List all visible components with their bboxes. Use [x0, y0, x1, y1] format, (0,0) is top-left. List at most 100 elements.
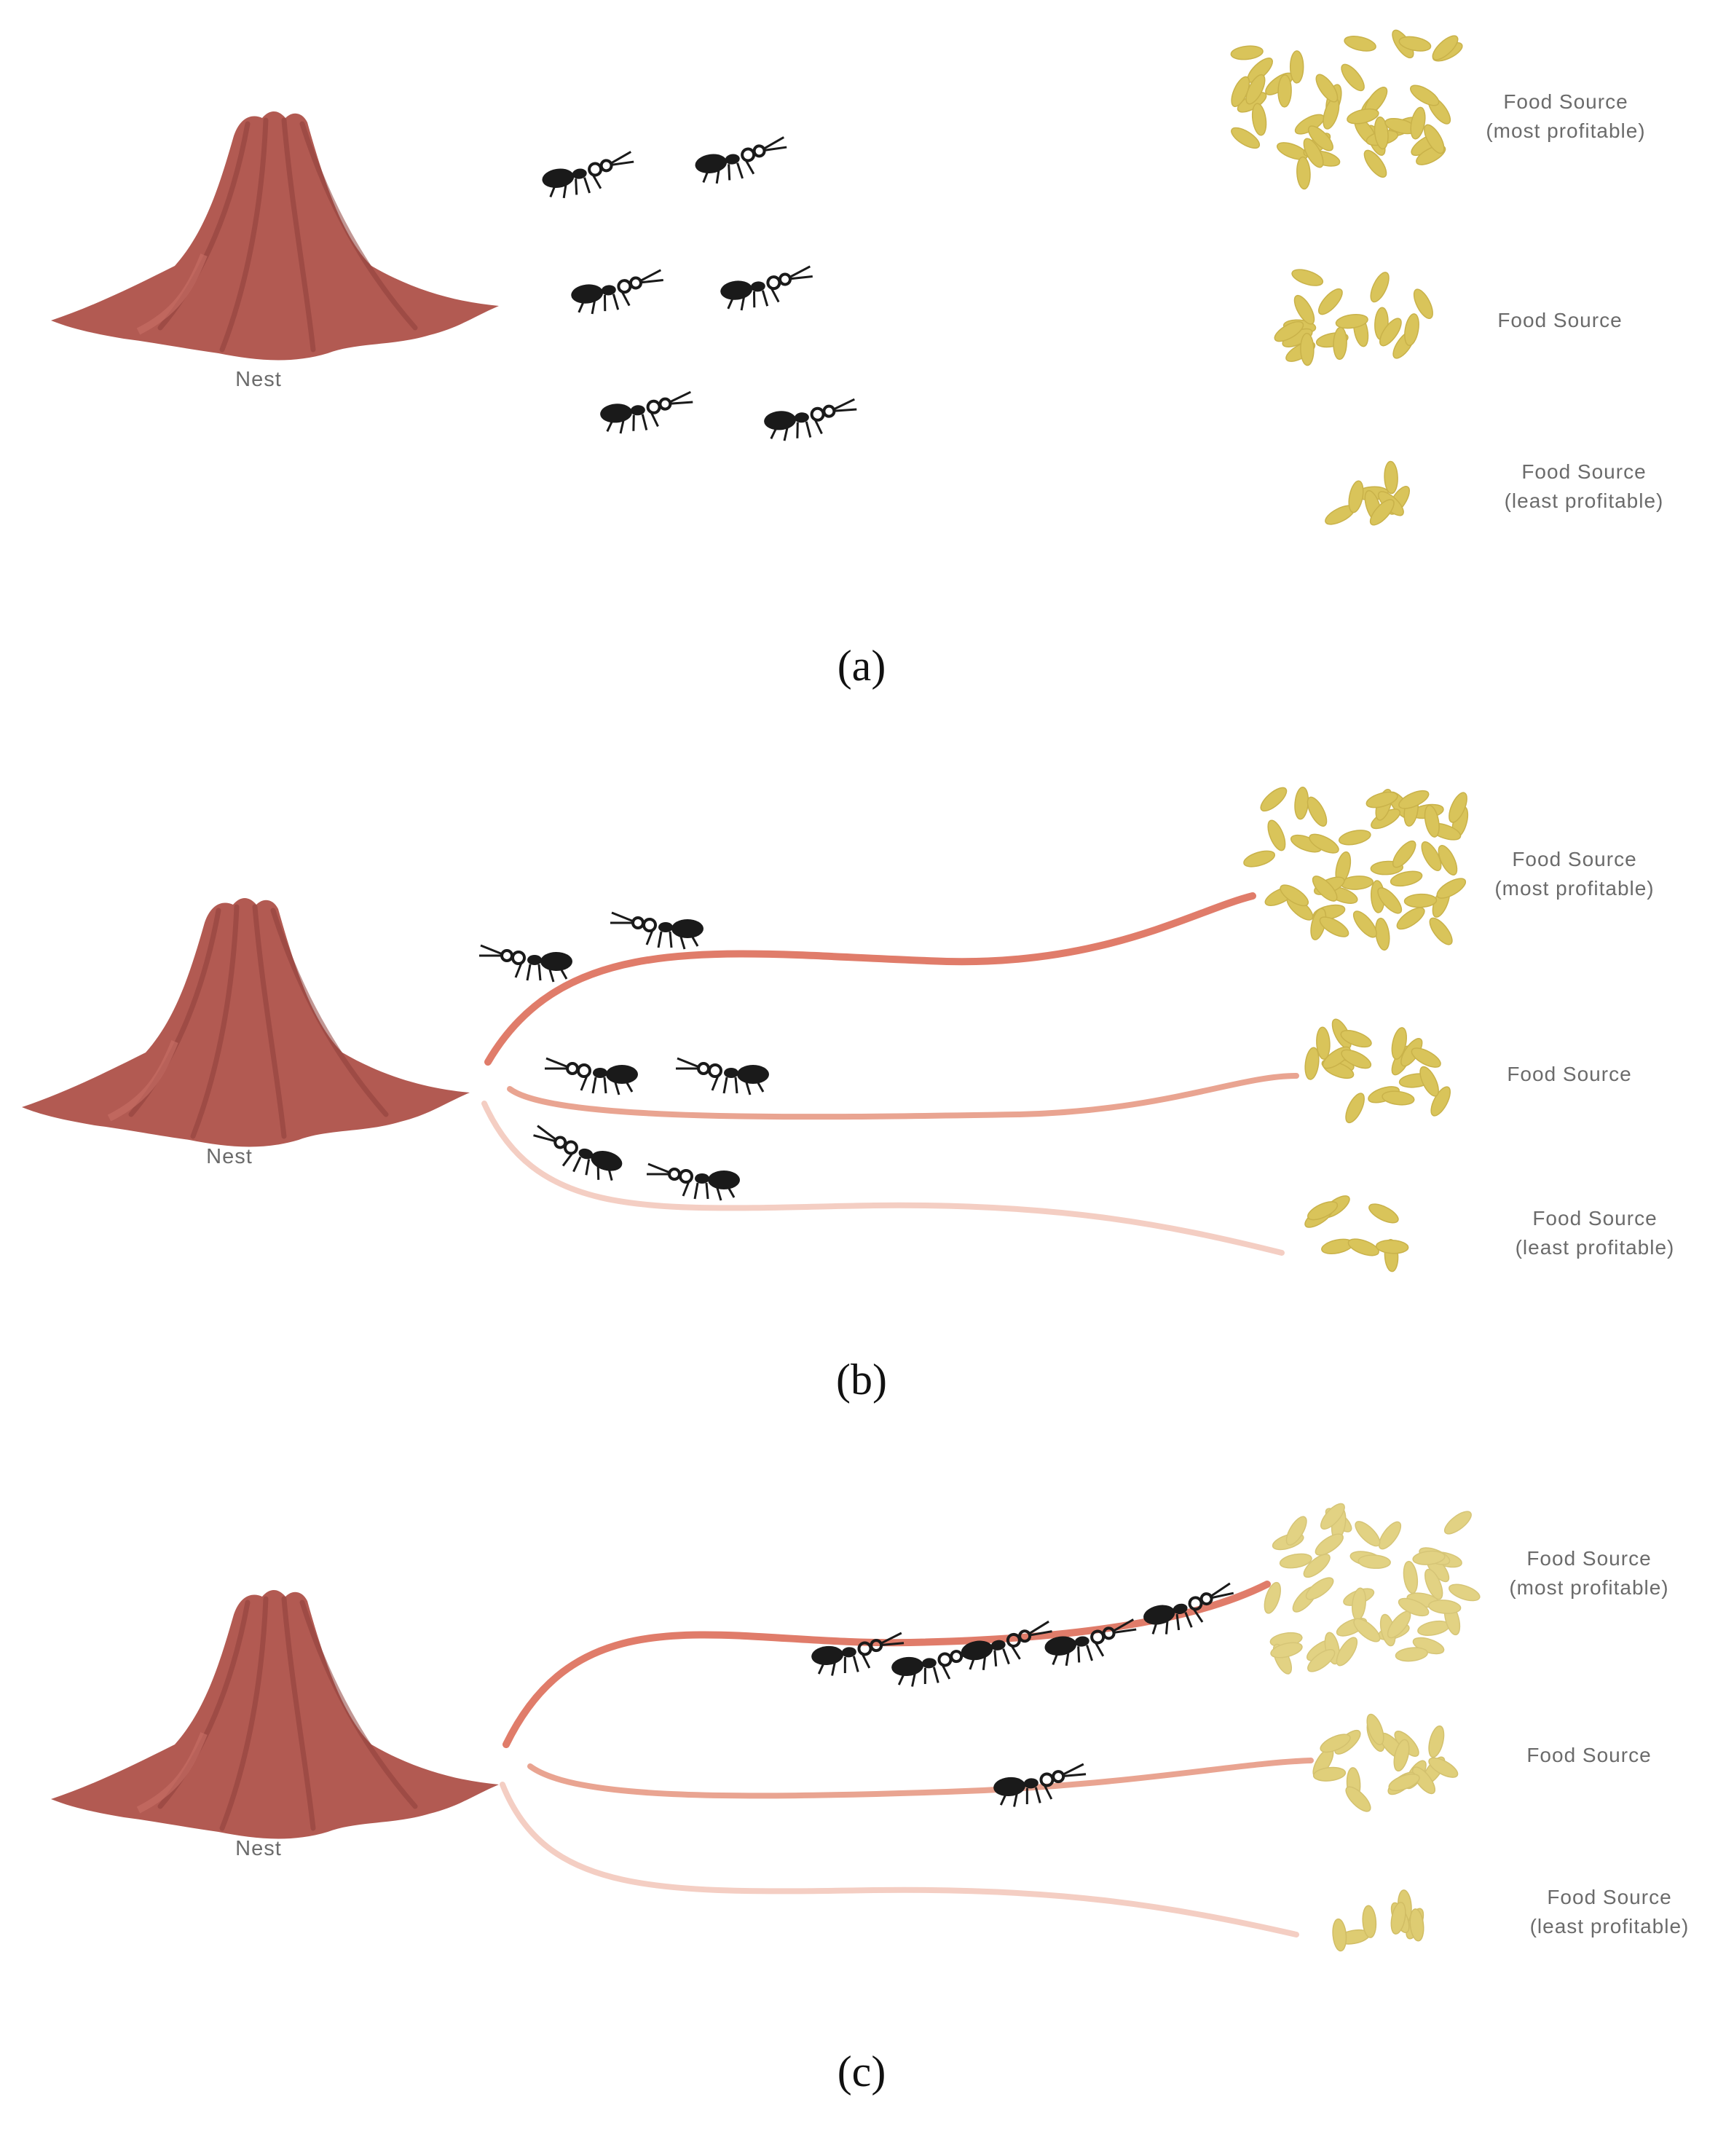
food-label-most-profitable: Food Source (most profitable): [1458, 845, 1691, 903]
seed: [1443, 1511, 1472, 1535]
seed: [1411, 1766, 1436, 1795]
seed: [1289, 50, 1304, 84]
seed: [1382, 1090, 1415, 1106]
food-label-name: Food Source: [1547, 1886, 1672, 1908]
seed: [1428, 1757, 1459, 1778]
ant-icon: [695, 136, 787, 184]
seed: [1449, 792, 1467, 823]
caption-b: (b): [836, 1356, 887, 1404]
seed: [1432, 35, 1459, 60]
nest-label: Nest: [206, 1145, 253, 1168]
seed: [1430, 1086, 1451, 1117]
food-label-name: Food Source: [1507, 1063, 1632, 1085]
nest-icon: [51, 111, 499, 361]
panel-a-stage: [51, 29, 1463, 526]
food-source-icon: [1332, 1889, 1424, 1952]
nest-ridge: [219, 1596, 269, 1831]
seed: [1303, 1554, 1331, 1578]
seed: [1340, 1030, 1372, 1048]
food-label-middle: Food Source: [1453, 1060, 1686, 1089]
food-source-icon: [1325, 460, 1411, 526]
seed: [1304, 1047, 1320, 1080]
ant-icon: [533, 1125, 623, 1181]
seed: [1277, 74, 1292, 108]
ant-icon: [610, 911, 704, 950]
seed: [1398, 36, 1432, 52]
ant-icon: [600, 390, 693, 434]
food-label-least-profitable: Food Source (least profitable): [1478, 1204, 1711, 1262]
seed: [1307, 1648, 1336, 1672]
ant-icon: [676, 1057, 769, 1095]
seed: [1412, 1550, 1446, 1565]
nest-ridge: [299, 1600, 418, 1809]
figure: Nest Food Source (most profitable) Food …: [0, 0, 1734, 2096]
nest-highlight: [107, 1040, 178, 1122]
seed: [1387, 1610, 1411, 1639]
seed: [1332, 1918, 1347, 1952]
seed: [1392, 840, 1416, 868]
trail-weak: [481, 1101, 1285, 1256]
seed: [1393, 1739, 1410, 1772]
nest-label: Nest: [235, 1837, 282, 1860]
food-label-name: Food Source: [1497, 309, 1623, 331]
nest-icon: [22, 898, 470, 1147]
seed: [1231, 76, 1250, 107]
trail-medium: [527, 1758, 1314, 1799]
caption-a: (a): [837, 642, 886, 690]
seed: [1303, 138, 1324, 168]
seed: [1390, 870, 1423, 887]
seed: [1375, 1239, 1409, 1254]
seed: [1348, 480, 1364, 514]
seed: [1345, 1093, 1365, 1124]
seed: [1321, 1238, 1354, 1254]
seed: [1362, 1905, 1377, 1938]
nest-ridge: [252, 904, 287, 1139]
seed: [1424, 804, 1440, 838]
seed: [1344, 36, 1376, 52]
food-label-least-profitable: Food Source (least profitable): [1467, 457, 1700, 516]
nest-highlight: [136, 253, 208, 335]
seed: [1370, 272, 1390, 303]
food-label-qualifier: (least profitable): [1529, 1915, 1690, 1937]
nest-ridge: [270, 908, 389, 1117]
seed: [1390, 1902, 1406, 1935]
seed: [1345, 1786, 1371, 1812]
food-source-icon: [1304, 1018, 1451, 1124]
seed: [1436, 878, 1467, 899]
food-label-name: Food Source: [1526, 1547, 1652, 1570]
nest-ridge: [219, 117, 269, 353]
seed: [1357, 1554, 1391, 1569]
seed: [1409, 1908, 1424, 1942]
ant-icon: [961, 1620, 1052, 1670]
food-label-name: Food Source: [1503, 90, 1628, 113]
trail-weak: [500, 1782, 1299, 1937]
food-label-name: Food Source: [1521, 460, 1647, 483]
seed: [1391, 1027, 1407, 1060]
seed: [1403, 893, 1438, 908]
seed: [1341, 1049, 1372, 1069]
seed: [1274, 320, 1304, 342]
ant-group: [479, 911, 769, 1201]
seed: [1291, 269, 1324, 286]
seed: [1365, 791, 1398, 808]
seed: [1338, 830, 1371, 846]
seed: [1366, 1713, 1384, 1746]
seed: [1320, 1734, 1351, 1753]
seed: [1336, 1637, 1358, 1667]
ant-icon: [647, 1162, 740, 1201]
food-label-name: Food Source: [1532, 1207, 1658, 1230]
seed: [1279, 1553, 1312, 1569]
seed: [1285, 1516, 1307, 1546]
food-label-qualifier: (most profitable): [1486, 119, 1646, 142]
food-label-name: Food Source: [1512, 848, 1637, 870]
ant-icon: [1044, 1618, 1137, 1667]
seed: [1384, 460, 1398, 495]
seed: [1429, 917, 1453, 945]
nest-mound: [22, 898, 470, 1147]
seed: [1428, 1725, 1445, 1758]
nest-ridge: [190, 904, 240, 1139]
nest-ridge: [281, 117, 316, 353]
food-source-icon: [1304, 1195, 1409, 1272]
seed: [1276, 142, 1309, 160]
panel-a: Nest Food Source (most profitable) Food …: [0, 0, 1734, 699]
